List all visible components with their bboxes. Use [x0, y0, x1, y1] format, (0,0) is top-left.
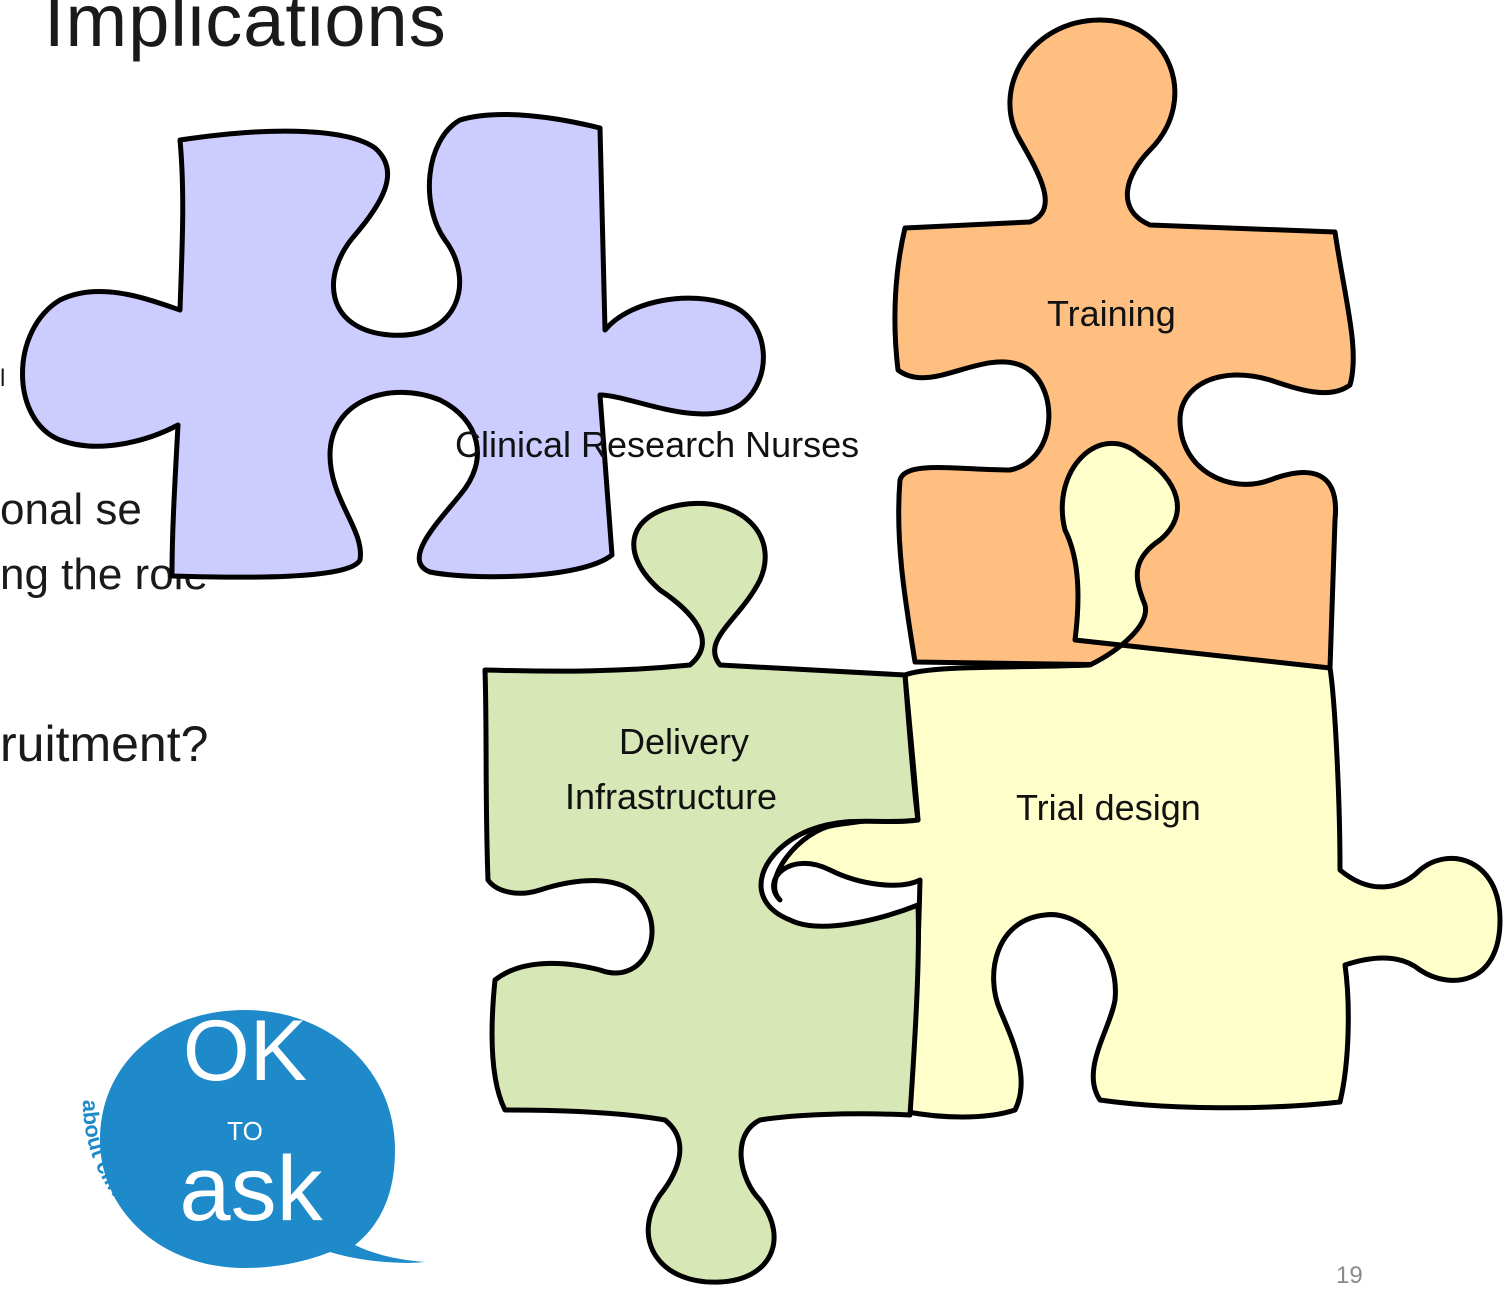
puzzle-piece-trial-design [771, 440, 1503, 1120]
label-training: Training [1047, 293, 1176, 334]
puzzle-piece-delivery-infrastructure [482, 501, 921, 1285]
logo-text-to: TO [227, 1116, 263, 1146]
page-number: 19 [1336, 1262, 1363, 1289]
body-text-fragment-2: onal se [0, 485, 142, 534]
body-text-fragment-4: ruitment? [0, 716, 209, 772]
label-infrastructure: Infrastructure [565, 776, 777, 817]
logo-text-ok: OK [183, 1003, 307, 1099]
logo-speech-bubble [100, 1010, 425, 1268]
body-text-fragment-1: l [0, 365, 6, 392]
logo-text-ask: ask [179, 1138, 323, 1240]
label-clinical-research-nurses: Clinical Research Nurses [455, 424, 859, 465]
label-trial-design: Trial design [1016, 787, 1201, 828]
slide-title: Implications [44, 0, 447, 62]
label-delivery: Delivery [619, 721, 749, 762]
ok-to-ask-logo: OK TO ask about clinical research [78, 1003, 425, 1268]
puzzle-piece-clinical-research-nurses [20, 112, 766, 580]
puzzle-piece-training [892, 17, 1356, 671]
